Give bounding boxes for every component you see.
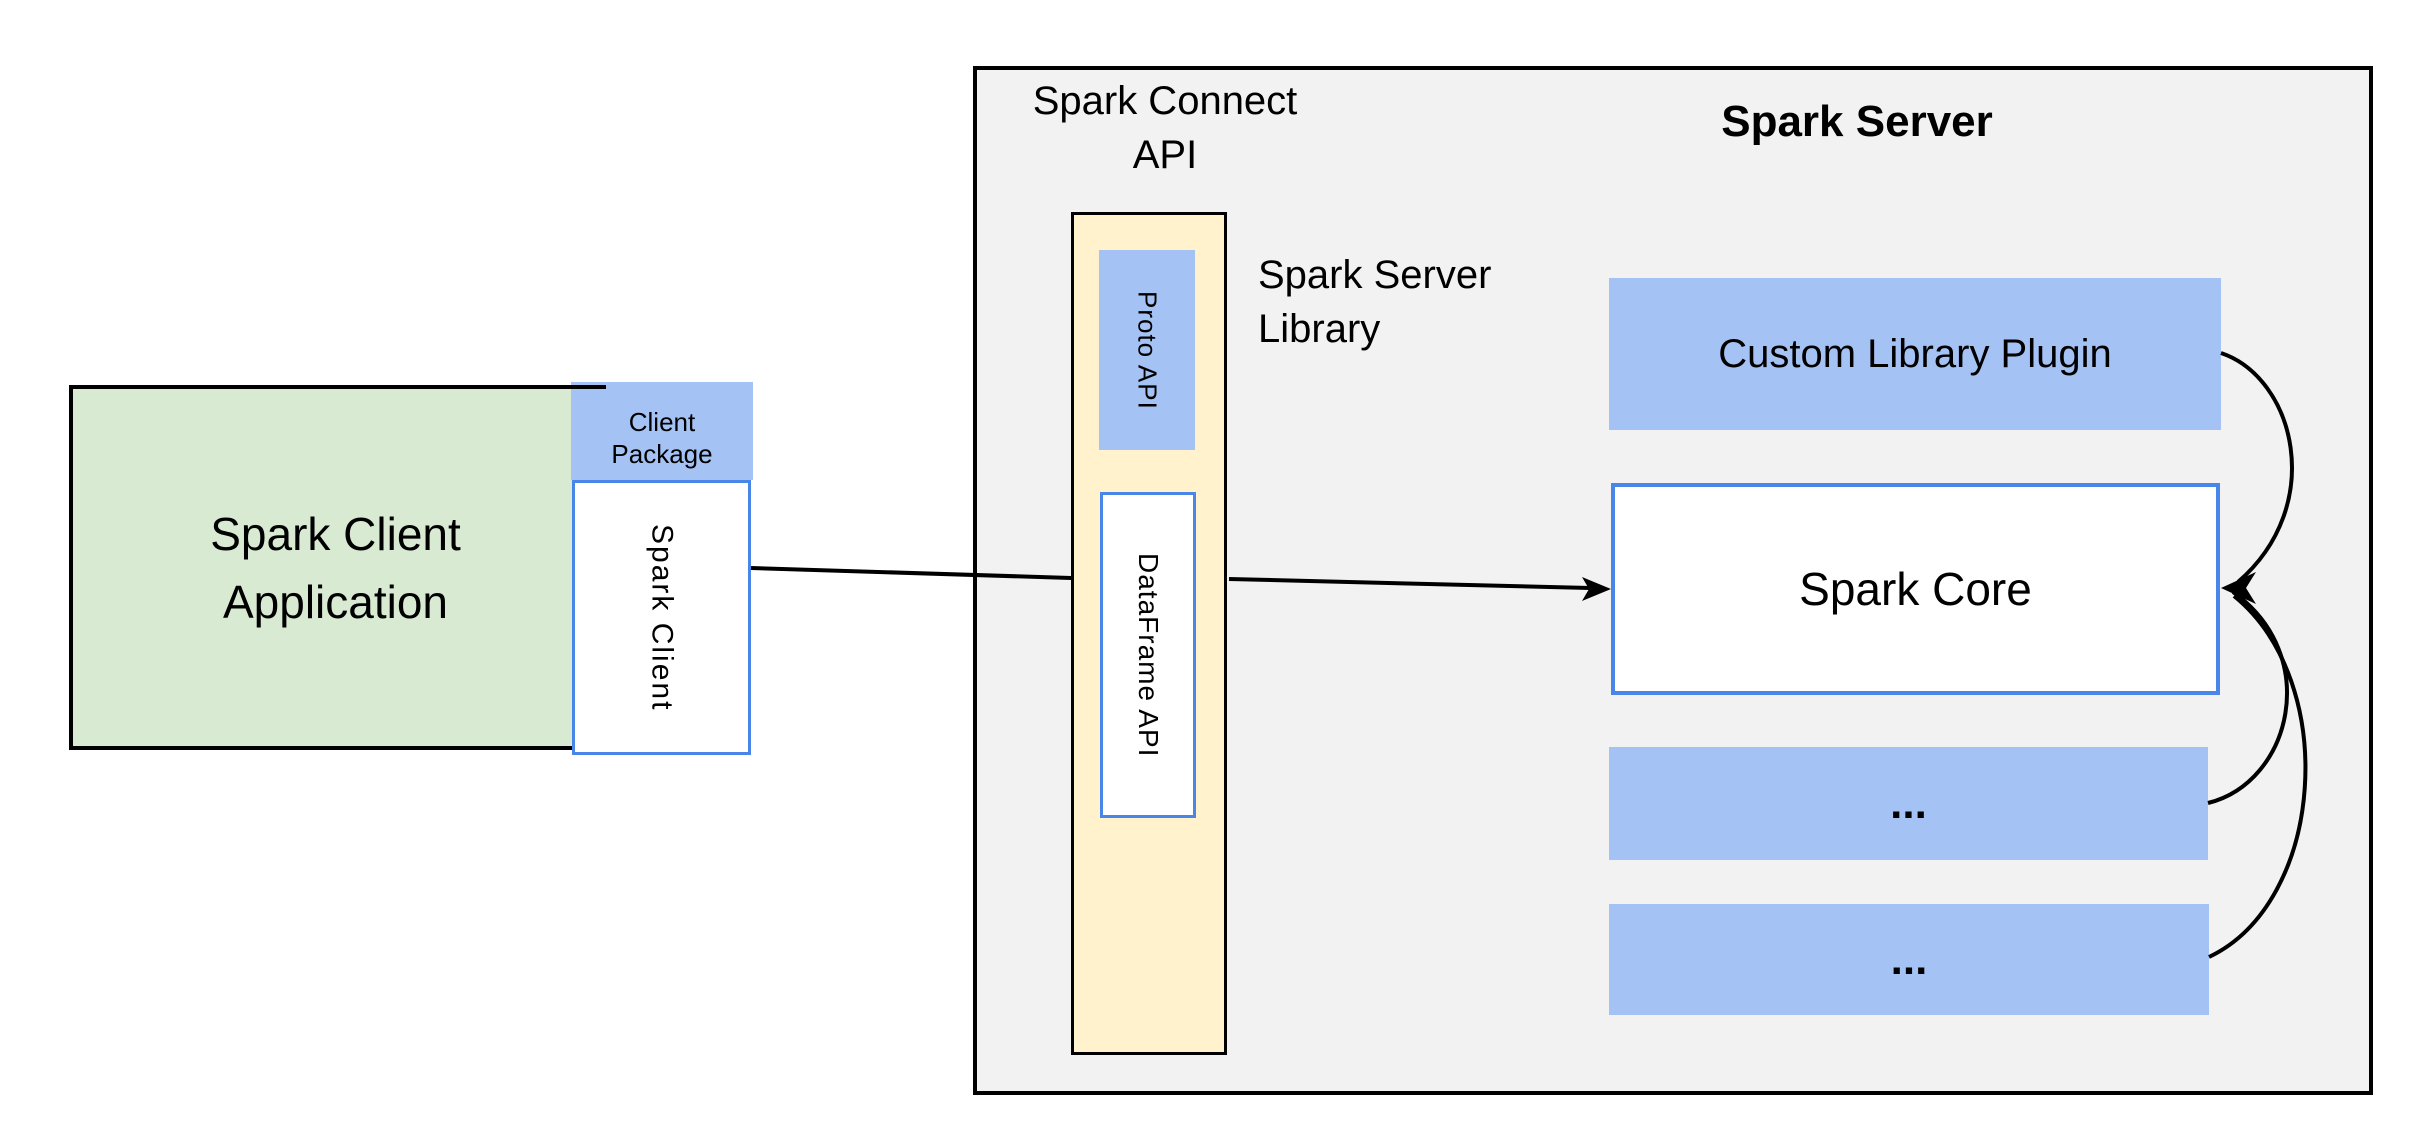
- proto-api-box: Proto API: [1099, 250, 1195, 450]
- spark-client-label: Spark Client: [645, 523, 679, 712]
- spark-client-application-label: Spark Client Application: [210, 507, 461, 628]
- spark-client-application-box: Spark Client Application: [69, 385, 602, 750]
- spark-server-library-label: Spark Server Library: [1258, 253, 1492, 351]
- spark-client-box: Spark Client: [572, 480, 751, 755]
- spark-server-title: Spark Server: [1721, 97, 1993, 146]
- more-plugins-label-1: ...: [1890, 778, 1927, 828]
- custom-library-plugin-box: Custom Library Plugin: [1609, 278, 2221, 430]
- dataframe-api-label: DataFrame API: [1133, 552, 1164, 758]
- spark-core-box: Spark Core: [1611, 483, 2220, 695]
- green-box-top-border-segment: [571, 385, 606, 389]
- client-package-label: Client Package: [611, 407, 713, 469]
- spark-connect-api-label: Spark Connect API: [1032, 79, 1298, 177]
- dataframe-api-box: DataFrame API: [1100, 492, 1196, 818]
- custom-library-plugin-label: Custom Library Plugin: [1718, 331, 2112, 376]
- more-plugins-box-2: ...: [1609, 904, 2209, 1015]
- client-package-box: Client Package: [571, 382, 753, 480]
- proto-api-label: Proto API: [1132, 290, 1163, 410]
- spark-core-label: Spark Core: [1799, 563, 2032, 615]
- more-plugins-box-1: ...: [1609, 747, 2208, 860]
- more-plugins-label-2: ...: [1890, 934, 1928, 984]
